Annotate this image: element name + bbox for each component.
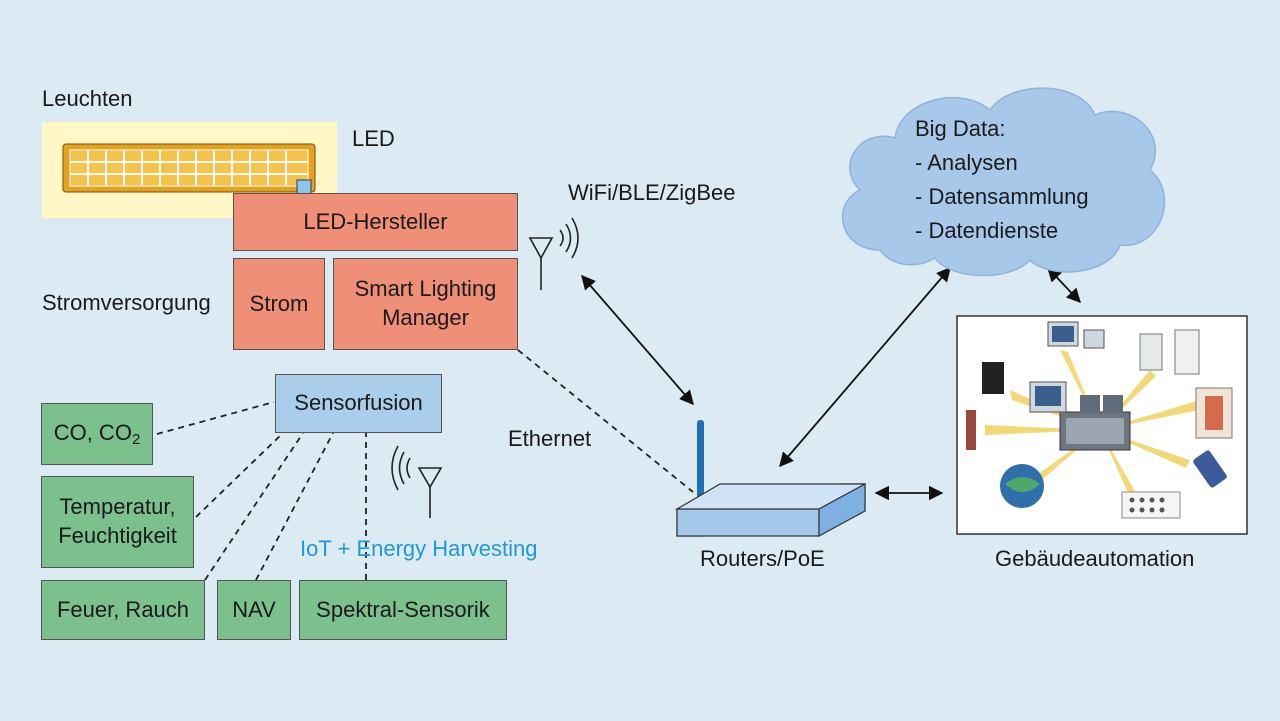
big-data-title: Big Data: bbox=[915, 116, 1006, 141]
strom-text: Strom bbox=[249, 290, 309, 316]
nav-text: NAV bbox=[232, 596, 276, 622]
sensorfusion-text: Sensorfusion bbox=[294, 390, 423, 416]
antenna-icon bbox=[528, 217, 579, 290]
iot-energy-harvesting-label: IoT + Energy Harvesting bbox=[300, 536, 538, 561]
big-data-item-datendienste: - Datendienste bbox=[915, 218, 1059, 243]
feuer-rauch-text: Feuer, Rauch bbox=[56, 596, 190, 622]
routers-label: Routers/PoE bbox=[700, 546, 825, 571]
co2-subscript: 2 bbox=[131, 430, 141, 448]
strom-box: Strom bbox=[233, 258, 325, 350]
spektral-sensorik-text: Spektral-Sensorik bbox=[316, 596, 490, 622]
antenna-icon bbox=[391, 445, 443, 518]
building-automation-illustration bbox=[956, 315, 1248, 535]
cloud-shape bbox=[841, 87, 1166, 277]
co-co2-sensor-box: CO, CO2 bbox=[41, 403, 153, 465]
smart-lighting-manager-box: Smart Lighting Manager bbox=[333, 258, 518, 350]
nav-sensor-box: NAV bbox=[217, 580, 291, 640]
big-data-item-analysen: - Analysen bbox=[915, 150, 1018, 175]
ethernet-label: Ethernet bbox=[508, 426, 592, 451]
router-illustration bbox=[674, 420, 866, 538]
spektral-sensorik-box: Spektral-Sensorik bbox=[299, 580, 507, 640]
temperatur-text: Temperatur, bbox=[59, 494, 176, 520]
feuchtigkeit-text: Feuchtigkeit bbox=[58, 523, 177, 548]
co-co2-text: CO, CO2 bbox=[54, 419, 141, 450]
connection-arrows bbox=[581, 266, 1081, 501]
co-co2-prefix: CO, CO bbox=[53, 419, 132, 445]
feuer-rauch-sensor-box: Feuer, Rauch bbox=[41, 580, 205, 640]
led-hersteller-text: LED-Hersteller bbox=[303, 208, 448, 234]
temperatur-feuchtigkeit-sensor-box: Temperatur, Feuchtigkeit bbox=[41, 476, 194, 568]
big-data-item-datensammlung: - Datensammlung bbox=[915, 184, 1089, 209]
leuchten-label: Leuchten bbox=[42, 86, 133, 111]
gebaeudeautomation-label: Gebäudeautomation bbox=[995, 546, 1195, 571]
sensorfusion-box: Sensorfusion bbox=[275, 374, 442, 433]
smart-lighting-line2: Manager bbox=[382, 305, 469, 330]
led-label: LED bbox=[352, 126, 395, 151]
led-hersteller-box: LED-Hersteller bbox=[233, 193, 518, 251]
led-luminaire-illustration bbox=[42, 122, 337, 218]
smart-lighting-line1: Smart Lighting bbox=[354, 276, 497, 302]
stromversorgung-label: Stromversorgung bbox=[42, 290, 211, 315]
sensor-dashed-links bbox=[156, 349, 694, 581]
big-data-cloud-text: Big Data: - Analysen - Datensammlung - D… bbox=[915, 112, 1089, 248]
wireless-label: WiFi/BLE/ZigBee bbox=[568, 180, 736, 205]
